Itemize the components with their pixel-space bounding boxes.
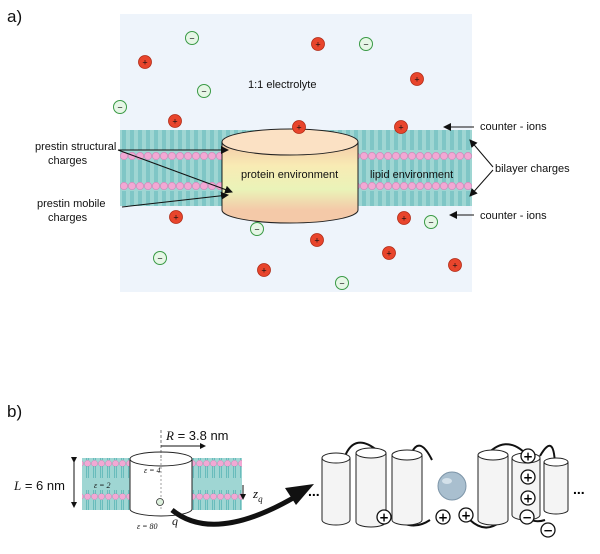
helix-6: [543, 457, 569, 515]
epsilon-protein-label: ε = 4: [144, 466, 161, 475]
svg-text:+: +: [261, 265, 266, 275]
model-minus-charge: −: [540, 522, 556, 538]
zoom-arrow: [170, 491, 302, 527]
anion: −: [424, 215, 438, 229]
charge-q-label: q: [172, 514, 178, 528]
svg-text:+: +: [452, 260, 457, 270]
svg-text:−: −: [543, 524, 553, 538]
cation: +: [448, 258, 462, 272]
svg-text:+: +: [523, 450, 533, 464]
protein-environment-label: protein environment: [241, 169, 338, 181]
svg-text:+: +: [523, 492, 533, 506]
svg-text:+: +: [173, 212, 178, 222]
zoom-arrowhead: [285, 484, 314, 505]
anions: − − − − − − − −: [113, 31, 438, 290]
anion: −: [359, 37, 373, 51]
cation: +: [292, 120, 306, 134]
svg-text:+: +: [296, 122, 301, 132]
svg-text:−: −: [522, 511, 532, 525]
svg-text:−: −: [254, 224, 259, 234]
svg-text:+: +: [438, 511, 448, 525]
svg-text:+: +: [315, 39, 320, 49]
model-plus-charge: +: [520, 469, 536, 485]
epsilon-lipid-label: ε = 2: [94, 481, 111, 490]
svg-text:−: −: [363, 39, 368, 49]
anion: −: [197, 84, 211, 98]
cation: +: [168, 114, 182, 128]
anion: −: [113, 100, 127, 114]
model-plus-charge: +: [520, 490, 536, 506]
mobile-charges-arrow: [121, 191, 229, 208]
cation: +: [382, 246, 396, 260]
counter-ions-top-label: counter - ions: [480, 121, 547, 133]
prestin-detailed-model: [321, 441, 569, 529]
panel-b-label: b): [7, 402, 22, 421]
mobile-charges-label-l1: prestin mobile: [37, 198, 105, 210]
svg-text:+: +: [401, 213, 406, 223]
svg-text:+: +: [142, 57, 147, 67]
bilayer-charges-label: bilayer charges: [495, 163, 570, 175]
structural-arrows: [117, 146, 233, 194]
ellipsis-right: ...: [573, 481, 585, 497]
svg-text:+: +: [461, 509, 471, 523]
cation: +: [138, 55, 152, 69]
counter-ions-bottom-label: counter - ions: [480, 210, 547, 222]
cation: +: [311, 37, 325, 51]
svg-text:−: −: [157, 253, 162, 263]
anion: −: [250, 222, 264, 236]
svg-text:−: −: [201, 86, 206, 96]
structural-charges-label-l1: prestin structural: [35, 141, 116, 153]
protein-cylinder: [221, 128, 359, 224]
model-plus-charge: +: [376, 509, 392, 525]
model-charges: + + + + + + − −: [376, 448, 556, 538]
svg-text:+: +: [523, 471, 533, 485]
cation: +: [410, 72, 424, 86]
anion: −: [185, 31, 199, 45]
cation: +: [310, 233, 324, 247]
svg-text:+: +: [398, 122, 403, 132]
lipid-environment-label: lipid environment: [370, 169, 453, 181]
cation: +: [257, 263, 271, 277]
radius-label: R = 3.8 nm: [165, 428, 229, 443]
model-minus-charge: −: [519, 509, 535, 525]
mobile-charge-q: [156, 498, 164, 506]
svg-text:−: −: [117, 102, 122, 112]
svg-text:−: −: [339, 278, 344, 288]
svg-text:−: −: [189, 33, 194, 43]
anion: −: [335, 276, 349, 290]
electrolyte-label: 1:1 electrolyte: [248, 79, 316, 91]
helix-3: [391, 449, 423, 526]
svg-text:+: +: [414, 74, 419, 84]
svg-text:+: +: [314, 235, 319, 245]
anion: −: [153, 251, 167, 265]
structural-charges-label-l2: charges: [48, 155, 88, 167]
epsilon-water-label: ε = 80: [137, 522, 158, 531]
svg-text:+: +: [172, 116, 177, 126]
mobile-charges-label-l2: charges: [48, 212, 88, 224]
cation: +: [394, 120, 408, 134]
zq-label: zq: [252, 486, 263, 504]
model-plus-charge: +: [520, 448, 536, 464]
anion-sphere: [437, 471, 467, 501]
model-plus-charge: +: [458, 507, 474, 523]
cation: +: [397, 211, 411, 225]
svg-text:−: −: [428, 217, 433, 227]
helix-4: [477, 449, 509, 526]
panel-a-label: a): [7, 7, 22, 26]
helix-1: [321, 452, 351, 526]
model-cylinder: [129, 451, 193, 517]
svg-text:+: +: [379, 511, 389, 525]
cation: +: [169, 210, 183, 224]
cations: + + + + + + + + + + + +: [138, 37, 462, 277]
thickness-label: L = 6 nm: [13, 478, 65, 493]
svg-text:+: +: [386, 248, 391, 258]
bilayer-charges-arrows: [469, 139, 494, 197]
ellipsis-left: ...: [308, 483, 320, 499]
model-plus-charge: +: [435, 509, 451, 525]
model-bilayer: [82, 458, 242, 510]
